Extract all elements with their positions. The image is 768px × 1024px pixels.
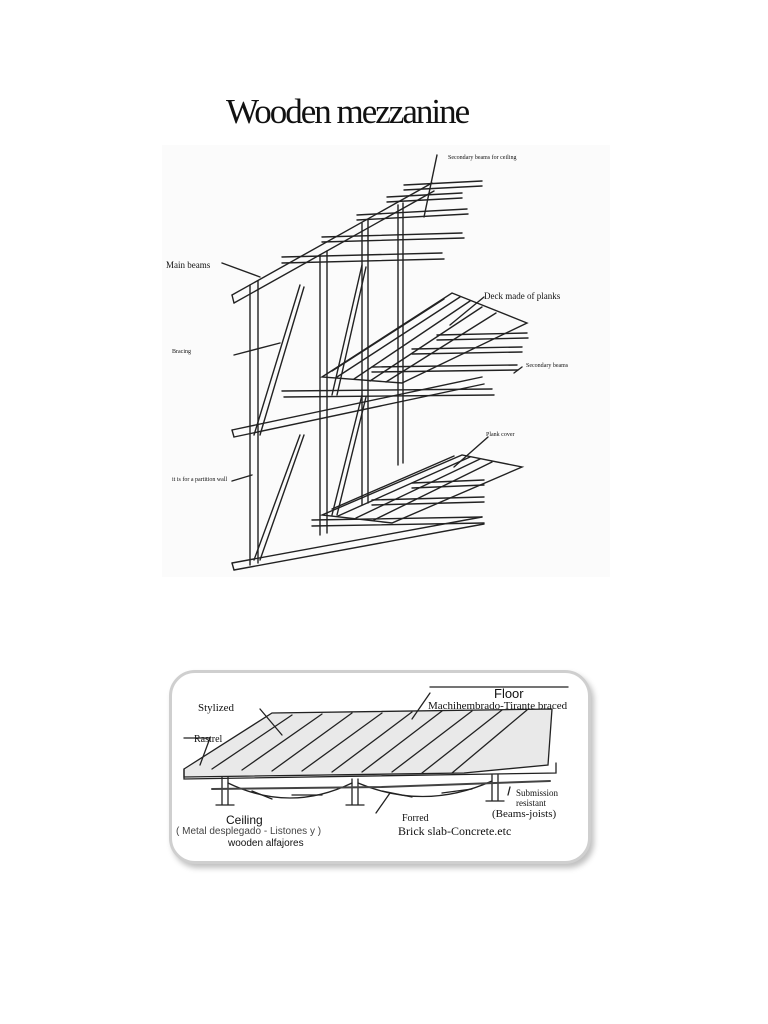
page-title: Wooden mezzanine bbox=[226, 92, 470, 131]
label-ceiling: Ceiling bbox=[226, 813, 263, 827]
label-resistant: resistant bbox=[516, 798, 546, 808]
label-main-beams: Main beams bbox=[166, 260, 211, 270]
label-partition-wall: it is for a partition wall bbox=[172, 477, 228, 483]
label-deck-planks: Deck made of planks bbox=[484, 291, 561, 301]
label-stylized: Stylized bbox=[198, 702, 235, 714]
label-secondary-ceiling-beams: Secondary beams for ceiling bbox=[448, 155, 517, 161]
mezzanine-framing-diagram: Secondary beams for ceiling Main beams D… bbox=[162, 145, 610, 577]
label-wooden-alfajores: wooden alfajores bbox=[228, 838, 304, 849]
label-plank-cover: Plank cover bbox=[486, 432, 515, 438]
label-beams-joists: (Beams-joists) bbox=[492, 808, 557, 820]
floor-section-drawing bbox=[183, 686, 569, 814]
label-bracing: Bracing bbox=[172, 349, 191, 355]
label-forred: Forred bbox=[402, 813, 429, 824]
label-submission: Submission bbox=[516, 788, 559, 798]
floor-section-diagram: Floor Stylized Machihembrado-Tirante bra… bbox=[169, 670, 591, 864]
label-brick-slab: Brick slab-Concrete.etc bbox=[398, 824, 512, 838]
label-secondary-beams: Secondary beams bbox=[526, 363, 569, 369]
label-metal-desplegado: ( Metal desplegado - Listones y ) bbox=[176, 826, 322, 837]
label-rastrel: Rastrel bbox=[194, 734, 223, 745]
mezzanine-framing-drawing bbox=[221, 154, 529, 571]
label-floor: Floor bbox=[494, 686, 524, 701]
label-machihembrado: Machihembrado-Tirante braced bbox=[428, 700, 568, 712]
